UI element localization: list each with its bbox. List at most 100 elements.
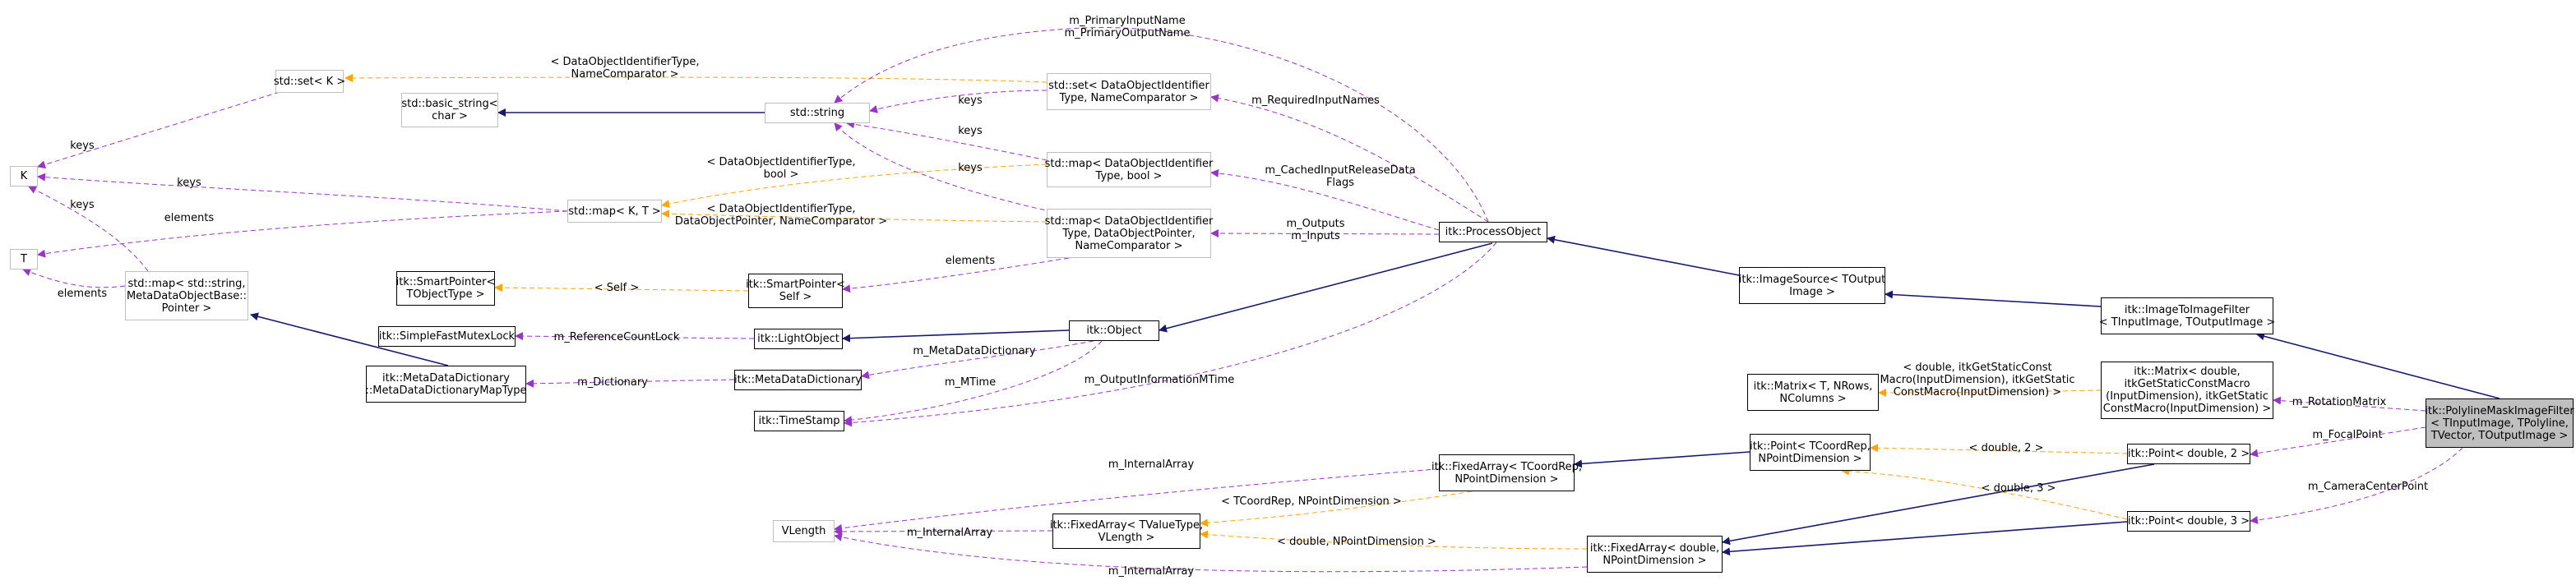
edge-label-line: < DataObjectIdentifierType, xyxy=(706,156,856,168)
class-node-meta-dict[interactable]: itk::MetaDataDictionary xyxy=(734,370,862,390)
class-node-label-line: std::string xyxy=(789,107,845,119)
edge-map_doi_bool-to-std_string xyxy=(846,120,1048,161)
edge-label-line: m_Outputs xyxy=(1286,218,1345,230)
class-node-matrix-double[interactable]: itk::Matrix< double,itkGetStaticConstMac… xyxy=(2101,362,2273,419)
class-node-fixed-value[interactable]: itk::FixedArray< TValueType,VLength > xyxy=(1050,514,1203,549)
class-node-point-2[interactable]: itk::Point< double, 2 > xyxy=(2127,444,2250,464)
edge-k-to-set_k xyxy=(37,91,280,169)
class-node-basic-string: std::basic_string<char > xyxy=(401,93,498,127)
edge-label-line: m_PrimaryOutputName xyxy=(1064,27,1191,39)
class-node-matrix-t[interactable]: itk::Matrix< T, NRows,NColumns > xyxy=(1747,374,1879,411)
edge-label-map-bool-tmpl: < DataObjectIdentifierType,bool > xyxy=(707,156,856,181)
edge-label-coordrep-tmpl: < TCoordRep, NPointDimension > xyxy=(1221,495,1402,508)
edge-point_3-to-fixed_double xyxy=(1722,521,2128,556)
edge-label-line: m_Dictionary xyxy=(577,376,648,389)
edge-label-focal-point: m_FocalPoint xyxy=(2312,429,2382,441)
class-node-label-line: NColumns > xyxy=(1779,392,1847,405)
edge-polyline-to-point_2 xyxy=(2250,426,2426,458)
class-node-label-line: std::set< K > xyxy=(273,75,346,88)
edge-map_meta-to-k xyxy=(28,186,149,272)
class-node-label-line: < TInputImage, TOutputImage > xyxy=(2098,316,2276,329)
class-node-label-line: Image > xyxy=(1789,285,1835,298)
class-node-point-t[interactable]: itk::Point< TCoordRep,NPointDimension > xyxy=(1750,434,1871,471)
class-node-point-3[interactable]: itk::Point< double, 3 > xyxy=(2127,511,2250,532)
class-node-set-k: std::set< K > xyxy=(273,70,346,93)
edge-fixed_coord-to-vlength xyxy=(834,468,1448,532)
class-node-smartptr-self[interactable]: itk::SmartPointer<Self > xyxy=(746,274,845,308)
class-node-label-line: std::map< std::string, xyxy=(127,277,246,290)
edge-process_object-to-map_doi_ptr xyxy=(1210,229,1440,238)
edge-label-line: m_CachedInputReleaseData xyxy=(1265,164,1416,177)
class-node-mutex-lock[interactable]: itk::SimpleFastMutexLock xyxy=(378,326,516,347)
class-node-object[interactable]: itk::Object xyxy=(1069,320,1159,341)
class-node-label-line: VLength > xyxy=(1098,531,1155,544)
class-node-label-line: Type, DataObjectPointer, xyxy=(1062,227,1196,240)
edge-label-keys-map-bool: keys xyxy=(958,125,983,137)
edge-label-internal-array-3: m_InternalArray xyxy=(1108,565,1194,578)
class-node-t: T xyxy=(10,249,38,269)
edge-label-double-3: < double, 3 > xyxy=(1982,482,2056,495)
edge-set_doi-to-set_k xyxy=(345,73,1048,83)
class-node-process-object[interactable]: itk::ProcessObject xyxy=(1439,222,1547,242)
class-node-label-line: (InputDimension), itkGetStatic xyxy=(2106,390,2268,403)
class-node-label-line: itk::Matrix< double, xyxy=(2134,366,2241,378)
class-node-std-string: std::string xyxy=(765,103,870,123)
edge-meta_dict_map-to-map_meta xyxy=(250,312,449,366)
edge-label-line: ConstMacro(InputDimension) > xyxy=(1893,386,2062,398)
class-node-label-line: std::map< K, T > xyxy=(568,205,661,218)
class-node-meta-dict-map[interactable]: itk::MetaDataDictionary::MetaDataDiction… xyxy=(365,366,527,403)
class-node-label-line: Pointer > xyxy=(161,302,212,315)
edge-label-meta-dict-member: m_MetaDataDictionary xyxy=(913,345,1035,357)
edge-label-line: < double, itkGetStaticConst xyxy=(1903,362,2052,374)
edge-label-internal-array-2: m_InternalArray xyxy=(907,527,992,539)
edge-label-line: bool > xyxy=(763,168,799,181)
edge-label-required-inputs: m_RequiredInputNames xyxy=(1251,94,1380,107)
class-node-smartptr-t[interactable]: itk::SmartPointer<TObjectType > xyxy=(396,271,495,306)
class-node-map-kt: std::map< K, T > xyxy=(567,200,662,223)
class-node-polyline[interactable]: itk::PolylineMaskImageFilter< TInputImag… xyxy=(2425,398,2574,448)
edge-map_doi_bool-to-map_kt xyxy=(661,164,1048,209)
edge-object-to-meta_dict xyxy=(861,340,1094,380)
edge-label-line: m_InternalArray xyxy=(1108,458,1195,471)
edge-object-to-light_object xyxy=(842,329,1070,343)
class-node-light-object[interactable]: itk::LightObject xyxy=(754,329,843,349)
edge-map_doi_ptr-to-std_string xyxy=(834,122,1061,214)
edge-label-line: elements xyxy=(164,212,215,224)
edge-label-line: m_InternalArray xyxy=(1108,565,1195,578)
edge-light_object-to-mutex_lock xyxy=(515,332,755,341)
edge-label-set-k-tmpl: < DataObjectIdentifierType,NameComparato… xyxy=(551,56,700,81)
class-node-label-line: NPointDimension > xyxy=(1602,554,1707,567)
edge-point_2-to-fixed_double xyxy=(1722,463,2155,546)
class-node-fixed-coord[interactable]: itk::FixedArray< TCoordRep,NPointDimensi… xyxy=(1431,454,1582,491)
edge-label-line: m_MTime xyxy=(944,376,997,389)
edge-polyline-to-matrix_double xyxy=(2273,396,2426,412)
edge-label-line: DataObjectPointer, NameComparator > xyxy=(674,215,888,228)
class-node-label-line: T xyxy=(21,253,27,265)
class-node-label-line: Type, bool > xyxy=(1095,169,1163,182)
class-node-label-line: itk::SimpleFastMutexLock xyxy=(378,330,516,343)
class-node-time-stamp[interactable]: itk::TimeStamp xyxy=(754,411,844,431)
class-node-label-line: itkGetStaticConstMacro xyxy=(2124,378,2250,390)
edge-label-keys-map-kt: keys xyxy=(177,177,201,189)
class-node-fixed-double[interactable]: itk::FixedArray< double,NPointDimension … xyxy=(1587,536,1723,573)
edge-process_object-to-std_string xyxy=(834,27,1489,223)
class-node-label-line: itk::FixedArray< double, xyxy=(1589,541,1720,555)
class-node-label-line: std::map< DataObjectIdentifier xyxy=(1044,214,1214,228)
edge-label-line: NameComparator > xyxy=(571,68,679,81)
class-node-label-line: itk::Point< double, 3 > xyxy=(2127,515,2250,527)
class-node-label-line: TObjectType > xyxy=(406,288,485,301)
edge-label-camera-center: m_CameraCenterPoint xyxy=(2308,481,2428,493)
class-node-image-to-image[interactable]: itk::ImageToImageFilter< TInputImage, TO… xyxy=(2098,297,2276,334)
edge-label-line: < Self > xyxy=(594,282,640,294)
edge-label-line: m_PrimaryInputName xyxy=(1069,15,1186,27)
edge-process_object-to-set_doi xyxy=(1210,94,1489,223)
class-node-label-line: itk::PolylineMaskImageFilter xyxy=(2425,404,2574,417)
edge-label-line: m_FocalPoint xyxy=(2312,429,2383,441)
edge-label-line: Flags xyxy=(1325,177,1355,189)
